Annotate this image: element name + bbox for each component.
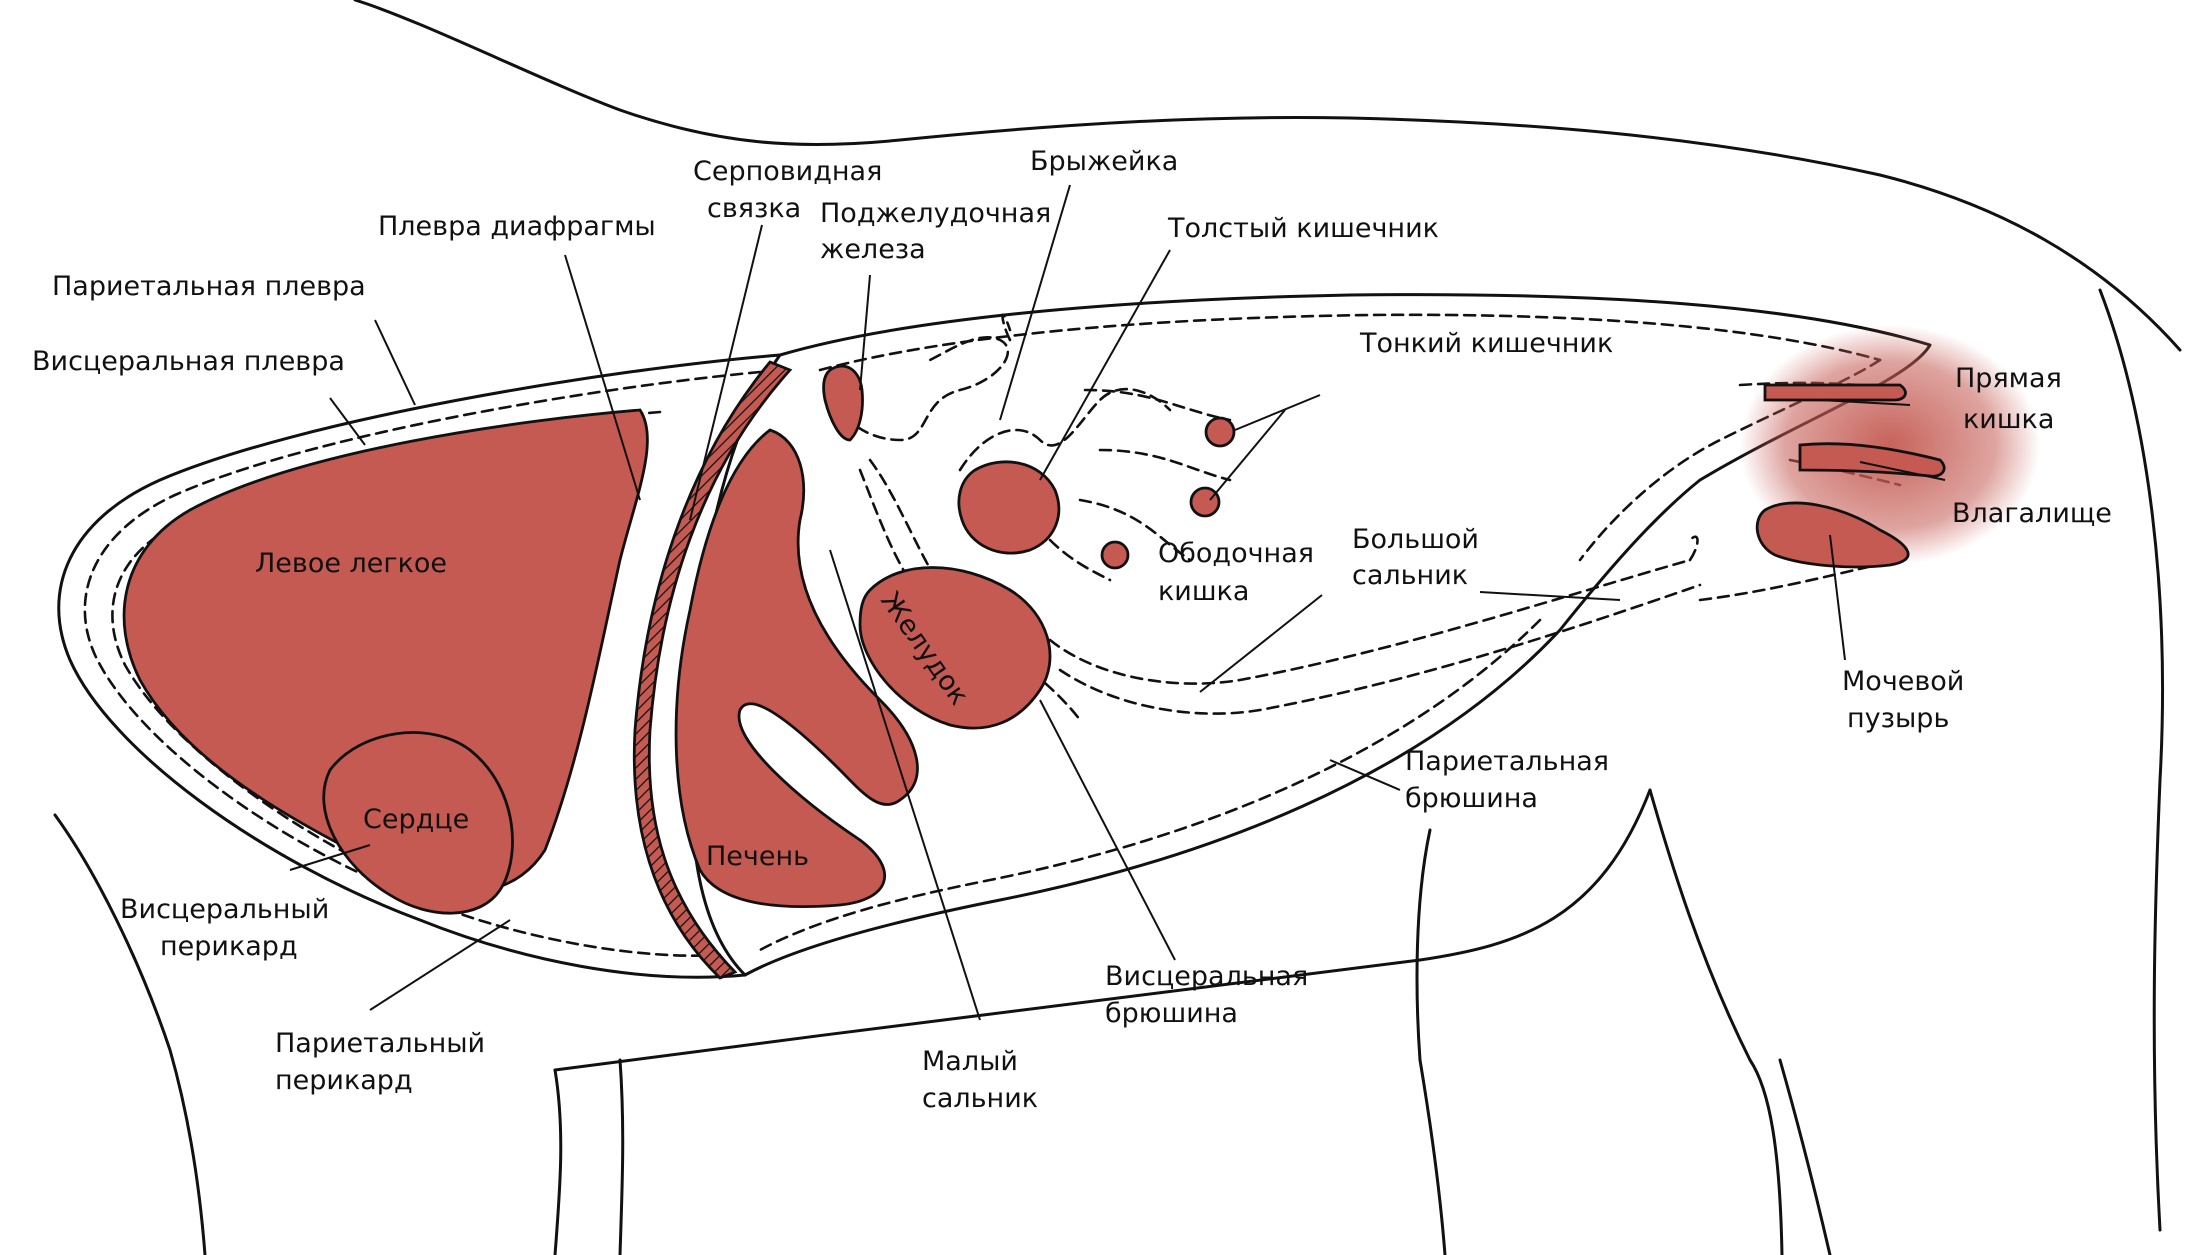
label-lesser-omentum-1: Малый — [922, 1046, 1018, 1077]
heart — [322, 731, 514, 915]
organs — [122, 325, 2040, 980]
label-visceral-pericardium-2: перикард — [160, 931, 298, 962]
label-rectum-2: кишка — [1963, 404, 2054, 435]
label-visceral-pericardium-1: Висцеральный — [120, 894, 329, 925]
label-liver: Печень — [706, 841, 809, 872]
label-left-lung: Левое легкое — [255, 548, 447, 579]
body-silhouette — [53, 0, 2182, 1255]
label-pancreas-1: Поджелудочная — [820, 198, 1051, 229]
label-bladder-2: пузырь — [1847, 703, 1949, 734]
large-intestine-section — [957, 460, 1061, 555]
label-colon-1: Ободочная — [1158, 538, 1314, 569]
label-parietal-pleura: Париетальная плевра — [52, 271, 366, 302]
label-large-intestine: Толстый кишечник — [1167, 213, 1439, 244]
label-heart: Сердце — [363, 804, 469, 835]
pancreas — [822, 364, 864, 442]
rectum — [1763, 383, 1907, 402]
label-lesser-omentum-2: сальник — [922, 1083, 1038, 1114]
label-parietal-pericardium-2: перикард — [275, 1065, 413, 1096]
label-visceral-peritoneum-1: Висцеральная — [1105, 961, 1308, 992]
label-vagina: Влагалище — [1952, 498, 2112, 529]
liver — [674, 428, 919, 909]
diaphragm — [632, 360, 793, 980]
label-visceral-pleura: Висцеральная плевра — [32, 346, 345, 377]
label-pancreas-2: железа — [820, 234, 926, 265]
label-small-intestine: Тонкий кишечник — [1359, 328, 1613, 359]
outside-labels: Париетальная плевра Висцеральная плевра … — [32, 146, 2112, 1114]
label-bladder-1: Мочевой — [1842, 666, 1964, 697]
leader-lines — [289, 184, 1946, 1021]
small-intestine-section-2 — [1189, 486, 1221, 518]
label-parietal-peritoneum-2: брюшина — [1405, 783, 1538, 814]
label-colon-2: кишка — [1158, 576, 1249, 607]
label-rectum-1: Прямая — [1955, 363, 2062, 394]
left-lung — [122, 408, 649, 894]
colon-section-1 — [1100, 540, 1130, 570]
urinary-bladder — [1755, 501, 1910, 569]
label-parietal-peritoneum-1: Париетальная — [1405, 746, 1609, 777]
label-falciform-1: Серповидная — [693, 156, 882, 187]
small-intestine-section-1 — [1204, 416, 1236, 448]
label-greater-omentum-2: сальник — [1352, 560, 1468, 591]
stomach — [858, 566, 1052, 730]
label-parietal-pericardium-1: Париетальный — [275, 1028, 485, 1059]
label-diaphragm-pleura: Плевра диафрагмы — [378, 211, 656, 242]
label-greater-omentum-1: Большой — [1352, 524, 1479, 555]
vagina — [1798, 442, 1946, 478]
label-falciform-2: связка — [707, 193, 801, 224]
label-visceral-peritoneum-2: брюшина — [1105, 998, 1238, 1029]
label-mesentery: Брыжейка — [1030, 146, 1178, 177]
